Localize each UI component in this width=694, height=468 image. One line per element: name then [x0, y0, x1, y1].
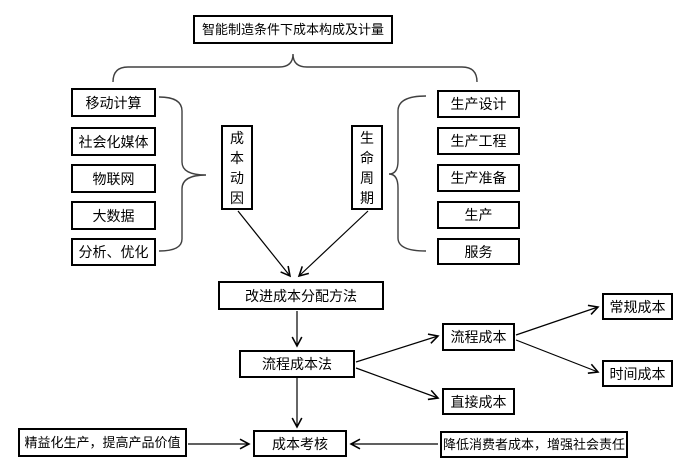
node-reduce-consumer-cost-note: 降低消费者成本，增强社会责任: [440, 431, 628, 458]
cost-driver-label: 成本动因: [230, 129, 244, 206]
node-title: 智能制造条件下成本构成及计量: [193, 15, 393, 44]
arrow-life-cycle-to-improve: [297, 210, 369, 278]
node-cost-driver: 成本动因: [221, 125, 253, 210]
node-big-data: 大数据: [71, 201, 156, 230]
node-time-cost: 时间成本: [602, 360, 673, 387]
node-production-design: 生产设计: [437, 90, 520, 118]
node-life-cycle: 生命周期: [351, 125, 383, 210]
arrow-cost-driver-to-improve: [237, 210, 292, 278]
node-cost-assessment: 成本考核: [253, 430, 347, 457]
node-production-engineering: 生产工程: [437, 127, 520, 155]
node-improve-cost-allocation: 改进成本分配方法: [218, 281, 384, 310]
arrow-process-to-time-cost: [515, 339, 600, 374]
node-production-preparation: 生产准备: [437, 164, 520, 192]
node-process-cost: 流程成本: [442, 323, 515, 351]
brace-top: [112, 53, 478, 83]
node-mobile-computing: 移动计算: [71, 88, 156, 117]
node-direct-cost: 直接成本: [442, 388, 515, 415]
node-iot: 物联网: [71, 164, 156, 193]
node-process-costing-method: 流程成本法: [239, 350, 355, 378]
arrow-process-to-regular-cost: [515, 304, 600, 336]
life-cycle-label: 生命周期: [360, 129, 374, 206]
node-lean-production-note: 精益化生产，提高产品价值: [18, 428, 187, 457]
arrow-method-to-direct-cost: [355, 367, 440, 401]
node-social-media: 社会化媒体: [71, 127, 156, 156]
brace-left-group: [158, 96, 207, 252]
arrow-method-to-process-cost: [355, 333, 440, 363]
node-analysis-optimization: 分析、优化: [71, 238, 156, 266]
node-production: 生产: [437, 201, 520, 229]
brace-right-group: [388, 95, 427, 252]
node-service: 服务: [437, 238, 520, 265]
node-regular-cost: 常规成本: [602, 293, 673, 320]
